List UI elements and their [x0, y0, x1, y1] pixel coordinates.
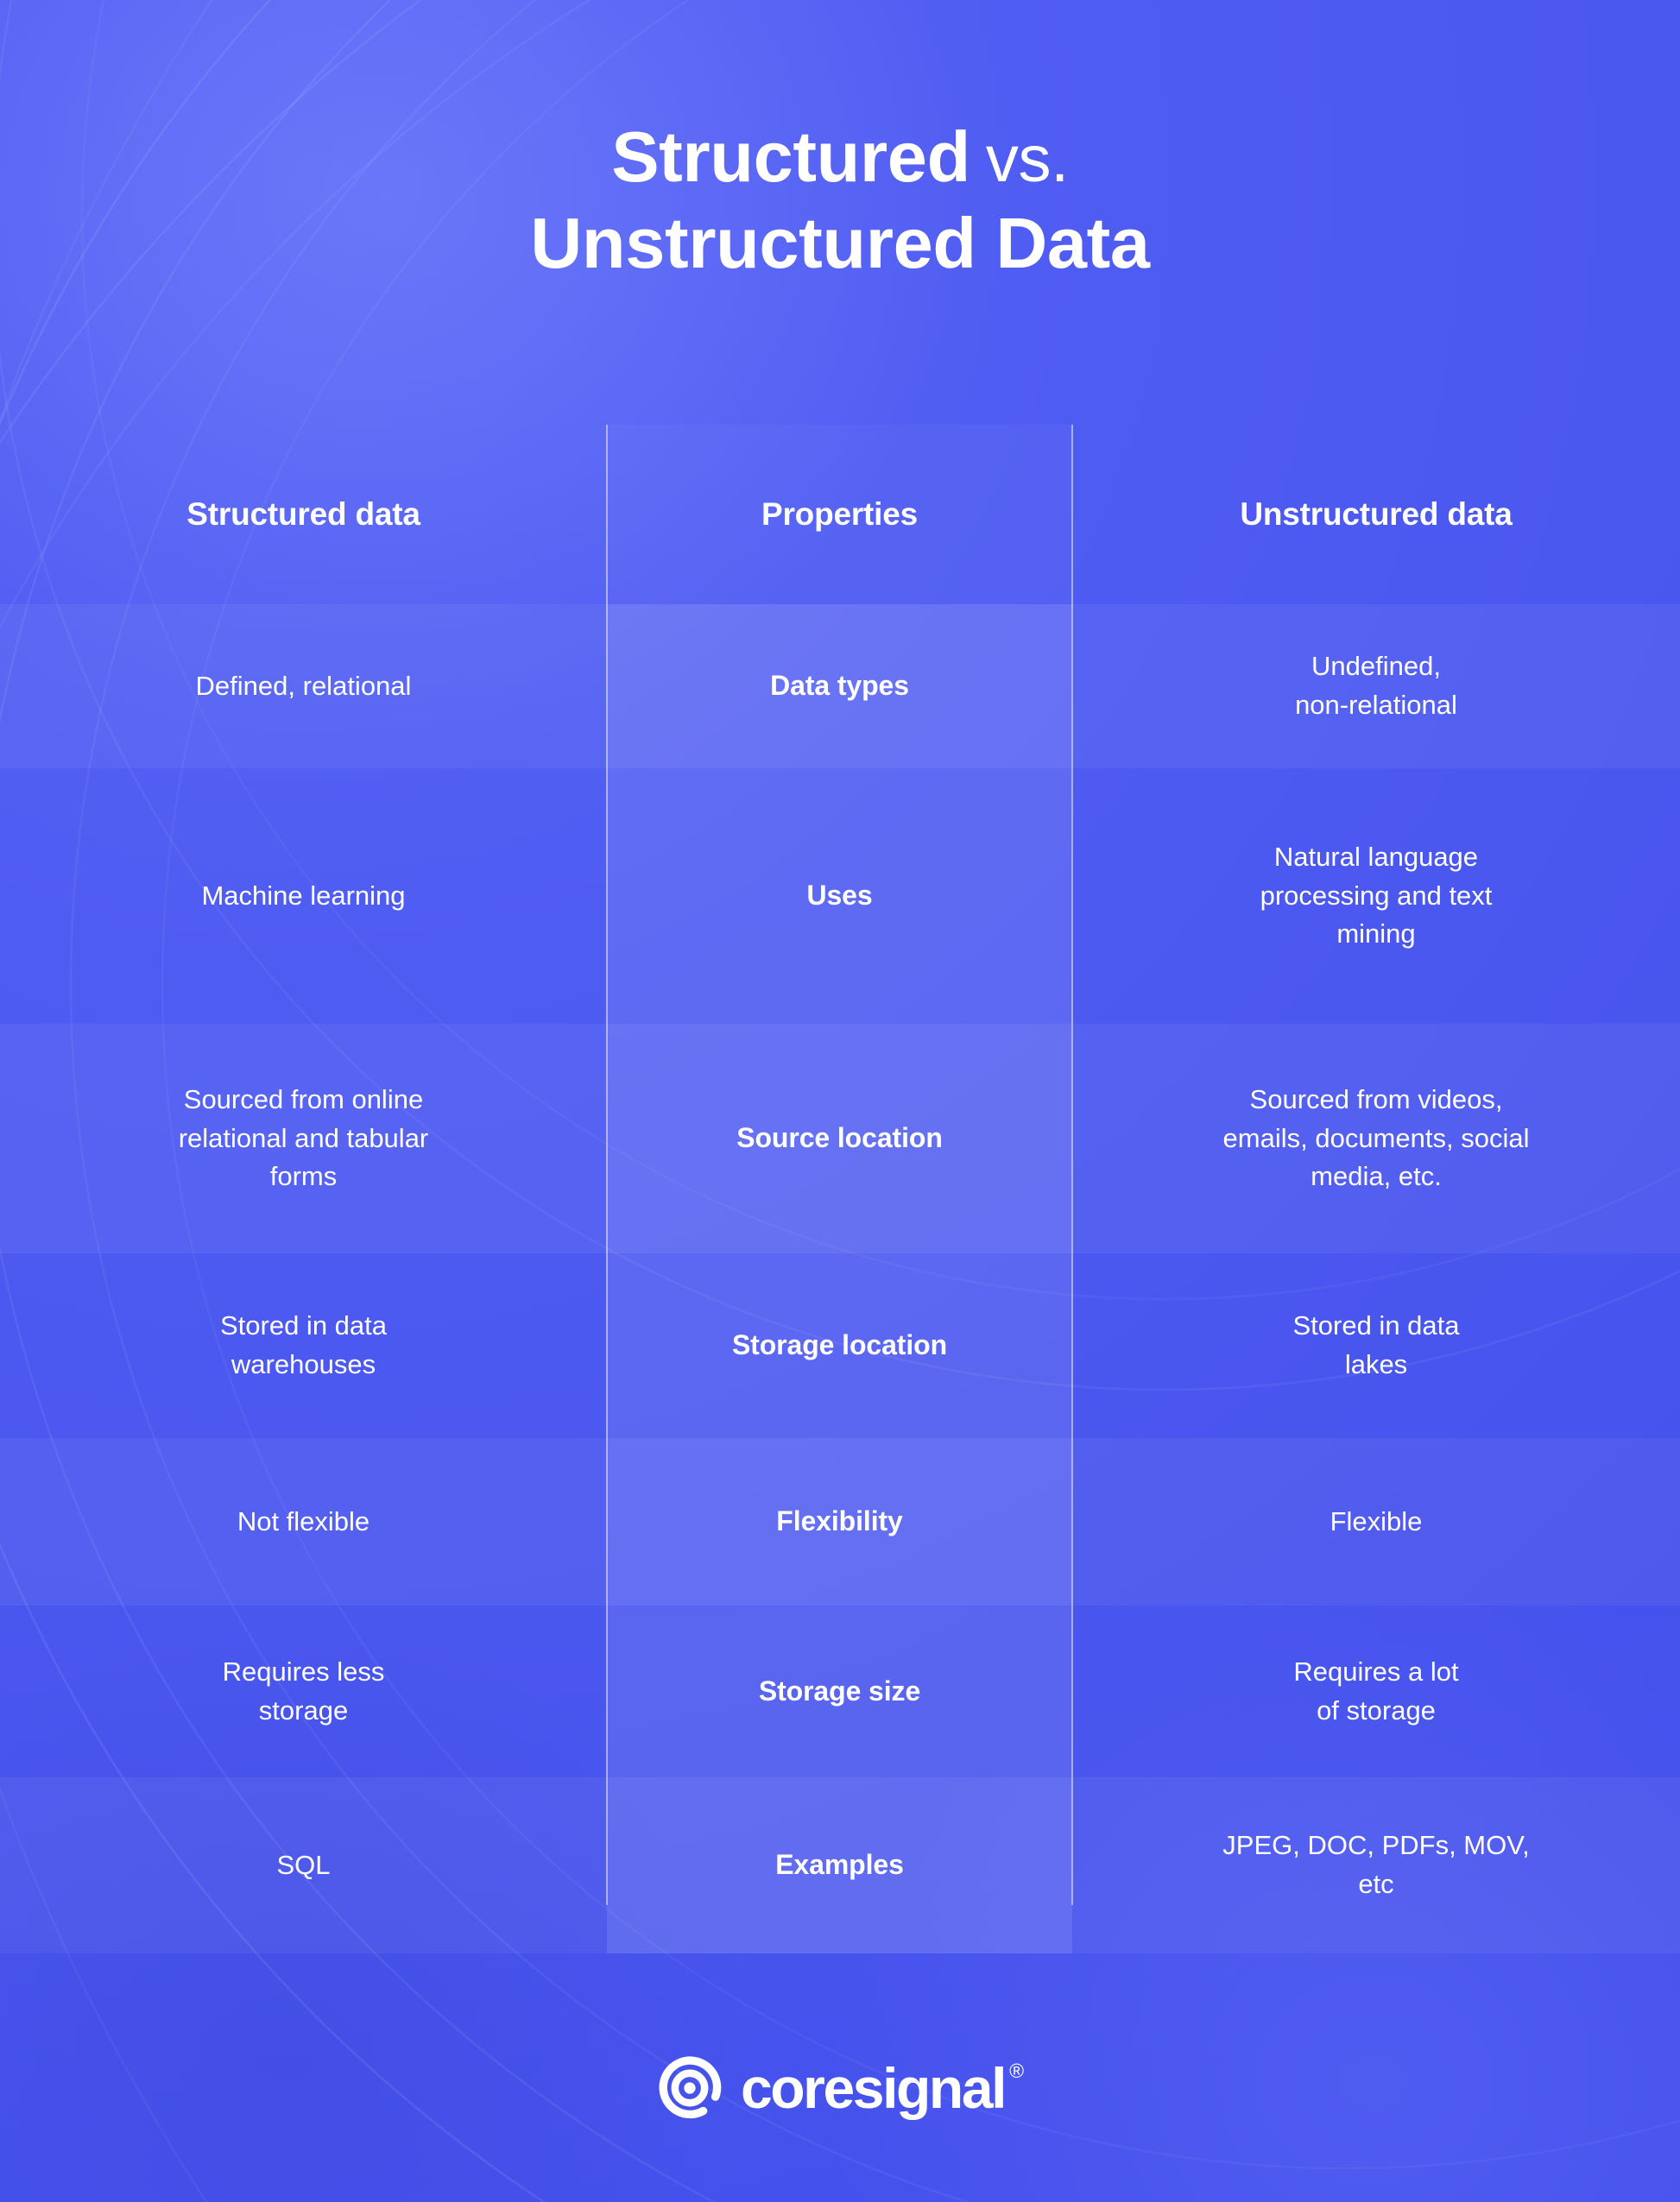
cell-structured: Not flexible: [0, 1438, 607, 1606]
column-divider-left: [606, 425, 608, 1905]
coresignal-spiral-icon: [659, 2056, 722, 2119]
header-label-properties: Properties: [761, 496, 918, 532]
header-label-structured: Structured data: [186, 496, 420, 532]
table-row: SQL Examples JPEG, DOC, PDFs, MOV,etc: [0, 1777, 1680, 1953]
cell-structured: Defined, relational: [0, 604, 607, 768]
column-divider-right: [1071, 425, 1073, 1905]
table-header-unstructured: Unstructured data: [1072, 425, 1680, 604]
cell-unstructured: Flexible: [1072, 1438, 1680, 1606]
table-header-structured: Structured data: [0, 425, 607, 604]
cell-text: Undefined,non-relational: [1295, 651, 1457, 720]
cell-structured: Machine learning: [0, 768, 607, 1024]
footer: coresignal ®: [0, 2054, 1680, 2122]
brand-name: coresignal: [740, 2056, 1007, 2120]
cell-property: Flexibility: [607, 1438, 1072, 1606]
table-row: Defined, relational Data types Undefined…: [0, 604, 1680, 768]
table-row: Not flexible Flexibility Flexible: [0, 1438, 1680, 1606]
column-dividers: [0, 425, 1680, 1905]
coresignal-wordmark: coresignal ®: [741, 2060, 1024, 2117]
cell-property: Examples: [607, 1777, 1072, 1953]
table-header-properties: Properties: [607, 425, 1072, 604]
title-structured: Structured: [611, 117, 970, 197]
cell-text: Storage location: [731, 1329, 948, 1361]
cell-text: Storage size: [758, 1675, 921, 1707]
table-header-row: Structured data Properties Unstructured …: [0, 425, 1680, 604]
cell-text: Examples: [775, 1849, 904, 1881]
cell-text: Uses: [806, 880, 873, 912]
cell-unstructured: Sourced from videos,emails, documents, s…: [1072, 1024, 1680, 1253]
cell-text: Flexibility: [776, 1505, 903, 1537]
cell-text: JPEG, DOC, PDFs, MOV,etc: [1222, 1830, 1530, 1899]
coresignal-logo[interactable]: coresignal ®: [656, 2054, 1024, 2122]
cell-text: Machine learning: [201, 880, 406, 911]
cell-property: Source location: [607, 1024, 1072, 1253]
cell-text: Source location: [736, 1122, 943, 1154]
header-label-unstructured: Unstructured data: [1240, 496, 1513, 532]
title-vs: vs.: [985, 123, 1069, 196]
registered-trademark-icon: ®: [1009, 2060, 1025, 2082]
background-shade-bottom-left: [0, 1442, 932, 2202]
cell-text: Not flexible: [237, 1505, 370, 1536]
background-glow-bottom-right: [618, 1391, 1680, 2202]
title-line-2: Unstructured Data: [530, 202, 1150, 283]
cell-property: Storage size: [607, 1606, 1072, 1777]
cell-text: Defined, relational: [195, 670, 412, 701]
cell-text: SQL: [276, 1849, 331, 1880]
cell-text: Data types: [770, 670, 909, 702]
cell-unstructured: JPEG, DOC, PDFs, MOV,etc: [1072, 1777, 1680, 1953]
cell-unstructured: Undefined,non-relational: [1072, 604, 1680, 768]
background-glow-top-left: [0, 0, 1209, 932]
cell-property: Storage location: [607, 1253, 1072, 1438]
cell-text: Flexible: [1329, 1505, 1423, 1536]
cell-structured: SQL: [0, 1777, 607, 1953]
cell-property: Uses: [607, 768, 1072, 1024]
cell-property: Data types: [607, 604, 1072, 768]
cell-text: Sourced from videos,emails, documents, s…: [1222, 1084, 1530, 1192]
comparison-table: Structured data Properties Unstructured …: [0, 425, 1680, 1953]
